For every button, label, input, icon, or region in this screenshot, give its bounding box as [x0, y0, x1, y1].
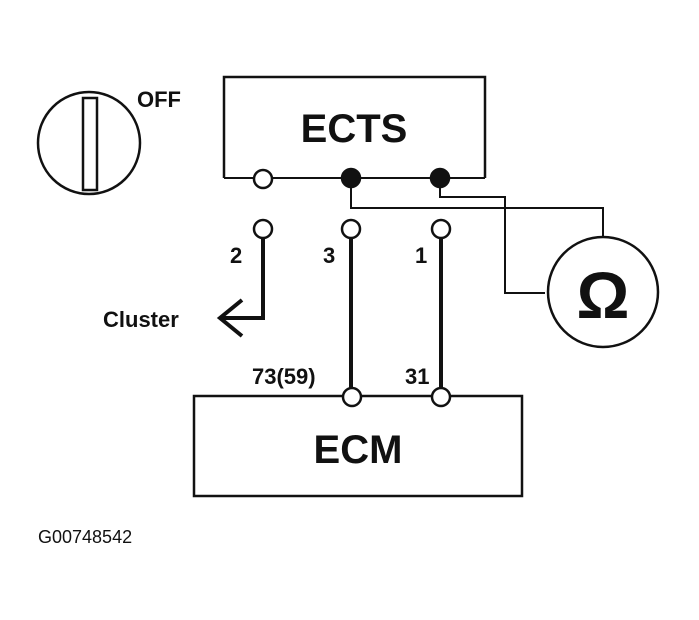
connector-pin-2	[252, 218, 274, 240]
meter-lead-b	[439, 187, 545, 294]
connector-pin-1	[430, 218, 452, 240]
ohm-symbol-icon: Ω	[577, 258, 630, 332]
connector-pin-1-label: 1	[415, 243, 427, 268]
ignition-off-label: OFF	[137, 87, 181, 112]
ects-terminal-middle	[340, 167, 362, 189]
meter-lead-a	[350, 187, 604, 242]
ects-terminal-left	[252, 168, 274, 190]
ects-sensor-box	[222, 75, 487, 178]
cluster-label: Cluster	[103, 307, 179, 332]
ects-terminal-right	[429, 167, 451, 189]
ohmmeter	[546, 235, 660, 349]
ecm-pin-73-label: 73(59)	[252, 364, 316, 389]
cluster-arrow-icon	[216, 298, 244, 338]
connector-pin-2-label: 2	[230, 243, 242, 268]
ecm-terminal-31	[430, 386, 452, 408]
ignition-switch-icon	[36, 90, 142, 196]
ecm-label: ECM	[314, 428, 403, 472]
ecm-terminal-73	[341, 386, 363, 408]
ecm-pin-31-label: 31	[405, 364, 429, 389]
connector-pin-3-label: 3	[323, 243, 335, 268]
ects-label: ECTS	[301, 107, 408, 151]
cluster-wire	[222, 238, 265, 320]
connector-pin-3	[340, 218, 362, 240]
figure-code: G00748542	[38, 527, 132, 547]
